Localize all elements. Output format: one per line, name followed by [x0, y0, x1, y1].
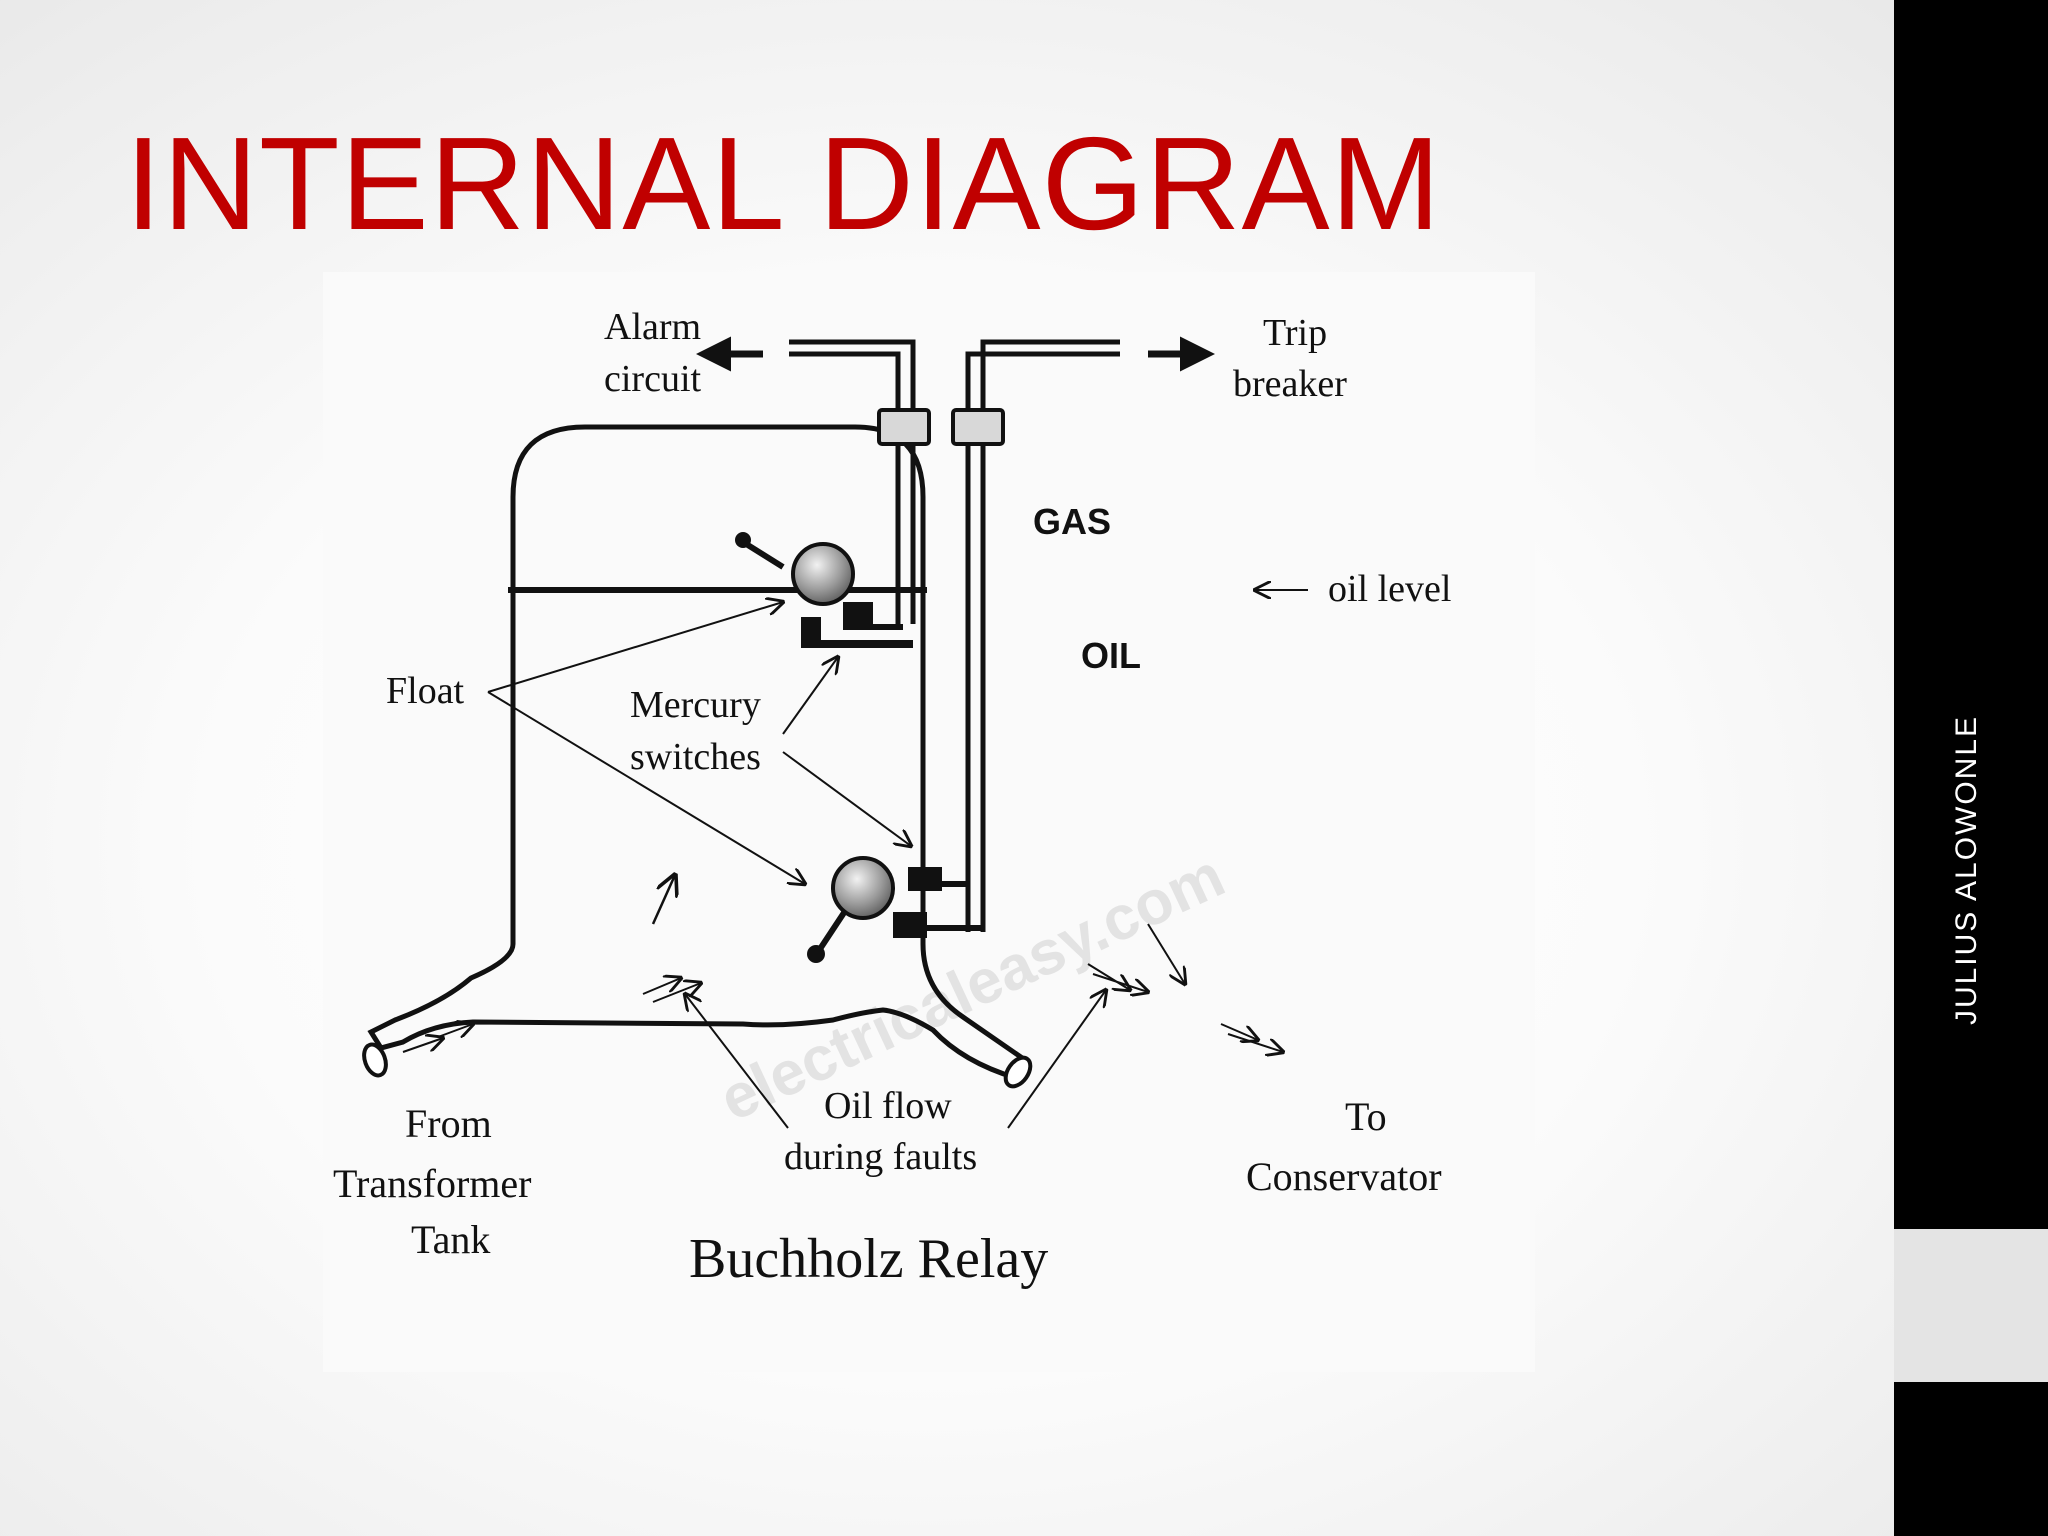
trip-label-line2: breaker	[1233, 363, 1347, 405]
lower-float-ball	[831, 856, 895, 920]
watermark-text: electricaleasy.com	[710, 841, 1235, 1135]
upper-mercury-switch-a	[801, 617, 821, 647]
flow-arrow-4	[652, 983, 701, 1003]
alarm-wire	[778, 347, 788, 622]
oilflow-leader-right	[1007, 990, 1106, 1129]
float-label: Float	[386, 670, 465, 712]
from-label-line3: Tank	[411, 1217, 490, 1262]
oilflow-label-line1: Oil flow	[824, 1085, 952, 1127]
flow-arrow-9	[1220, 1023, 1258, 1040]
mercury-leader-upper	[782, 657, 838, 735]
flow-arrow-1	[402, 1038, 443, 1053]
to-label-line1: To	[1345, 1094, 1387, 1139]
float-leader-upper	[487, 602, 783, 693]
flow-arrow-5	[651, 875, 675, 925]
author-name: JULIUS ALOWONLE	[1950, 714, 1983, 1026]
outlet-pipe-end	[1003, 1055, 1033, 1089]
lower-mercury-switch-b	[893, 912, 927, 938]
upper-float-pivot	[735, 532, 751, 548]
sidebar-bar	[1894, 0, 2048, 1536]
trip-wire-outer	[965, 339, 1120, 932]
diagram-panel: electricaleasy.com	[323, 272, 1535, 1372]
diagram-caption: Buchholz Relay	[689, 1228, 1048, 1290]
from-label-line1: From	[405, 1101, 492, 1146]
flow-arrow-7	[1092, 973, 1148, 992]
mercury-label-line2: switches	[630, 736, 761, 778]
from-label-line2: Transformer	[333, 1161, 532, 1206]
upper-float-ball	[791, 542, 855, 606]
buchholz-relay-diagram: electricaleasy.com	[333, 306, 1451, 1290]
flow-arrow-2	[437, 1024, 473, 1037]
lower-switch-connector	[927, 881, 983, 931]
sidebar-gap	[1894, 1229, 2048, 1382]
alarm-wire-outer	[789, 339, 916, 624]
upper-switch-connector	[801, 640, 913, 648]
float-leader-lower	[487, 691, 805, 884]
to-label-line2: Conservator	[1246, 1154, 1442, 1199]
oilflow-leader-left	[685, 994, 789, 1129]
alarm-label-line1: Alarm	[604, 306, 701, 348]
mercury-label-line1: Mercury	[630, 684, 761, 726]
lower-float-pivot	[807, 945, 825, 963]
flow-arrow-6	[1087, 963, 1130, 990]
lower-mercury-switch-a	[908, 867, 942, 891]
trip-bushing	[951, 408, 1005, 446]
upper-float-arm	[741, 539, 785, 570]
flow-arrow-3	[642, 978, 681, 995]
trip-label-line1: Trip	[1263, 312, 1327, 354]
mercury-leader-lower	[782, 751, 911, 846]
alarm-label-line2: circuit	[604, 358, 702, 400]
inlet-pipe-end	[362, 1042, 388, 1078]
oil-level-label: oil level	[1328, 568, 1451, 610]
oilflow-label-line2: during faults	[784, 1136, 977, 1178]
flow-arrow-8	[1147, 923, 1185, 984]
gas-label: GAS	[1033, 501, 1111, 542]
alarm-bushing	[877, 408, 931, 446]
oil-label: OIL	[1081, 635, 1141, 676]
slide-title: INTERNAL DIAGRAM	[125, 110, 1442, 257]
upper-switch-connector-2	[863, 624, 903, 630]
flow-arrow-10	[1227, 1033, 1283, 1052]
